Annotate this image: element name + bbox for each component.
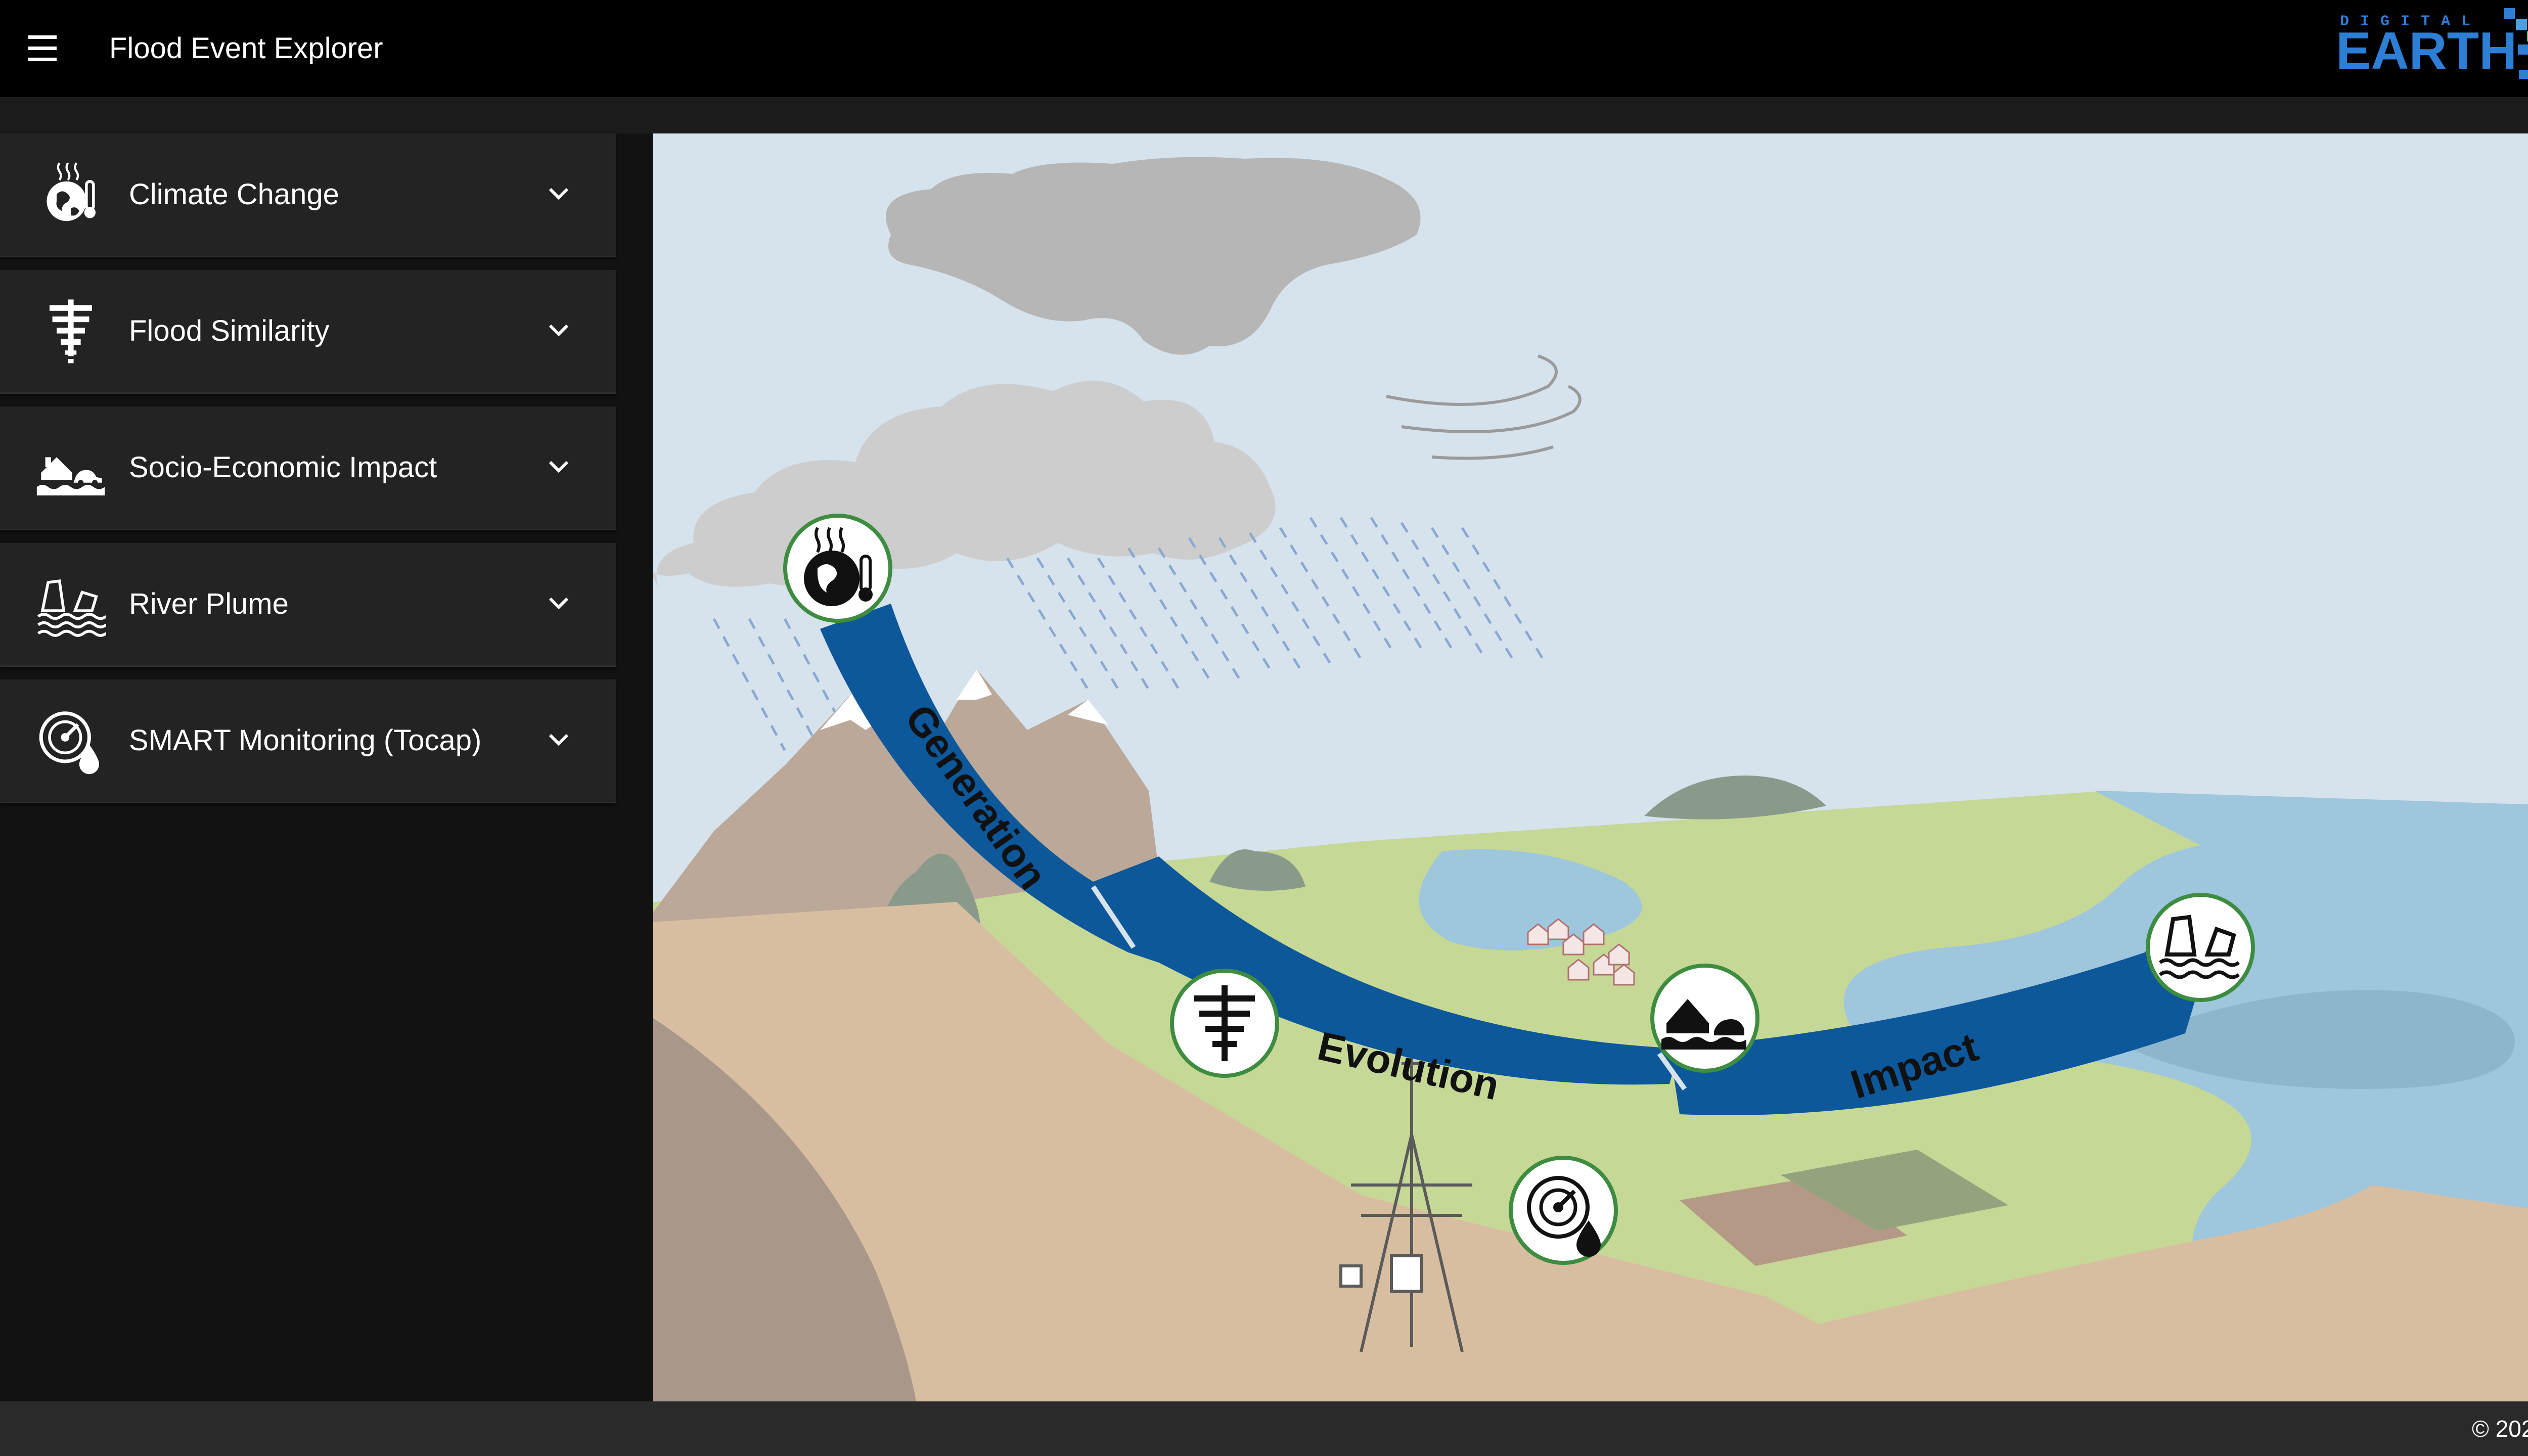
river-plume-icon	[37, 579, 106, 637]
storm-cloud	[886, 157, 1421, 355]
sidebar-item-label: Climate Change	[129, 178, 339, 211]
app-bar: Flood Event Explorer DIGITAL EARTH	[0, 0, 2528, 97]
sidebar-item-label: Socio-Economic Impact	[129, 451, 437, 484]
sidebar-item-smart-monitoring[interactable]: SMART Monitoring (Tocap)	[0, 679, 616, 803]
sidebar-item-climate-change[interactable]: Climate Change	[0, 133, 616, 257]
chevron-down-icon	[549, 734, 569, 746]
forest-far	[1644, 776, 1826, 820]
marker-socio-economic-impact[interactable]	[1650, 964, 1759, 1073]
field-green	[1781, 1150, 2008, 1231]
sidebar-item-flood-similarity[interactable]: Flood Similarity	[0, 270, 616, 394]
marker-smart-monitoring[interactable]	[1509, 1156, 1618, 1265]
chevron-down-icon	[549, 597, 569, 610]
hamburger-menu-icon[interactable]	[26, 34, 59, 63]
socio-economic-impact-icon	[36, 457, 105, 495]
houses-cluster	[1527, 918, 1635, 986]
wind-lines	[1386, 354, 1582, 460]
flood-event-illustration: Generation Evolution Impact	[653, 133, 2528, 1401]
cliff-shadow	[653, 1018, 916, 1401]
marker-climate-change[interactable]	[783, 514, 892, 623]
lake	[1419, 849, 1642, 950]
arrow-segment-divider	[1091, 885, 1687, 1090]
sidebar-item-label: River Plume	[129, 587, 289, 620]
sidebar-item-label: SMART Monitoring (Tocap)	[129, 724, 482, 757]
svg-text:DIGITAL: DIGITAL	[2340, 13, 2481, 30]
cliff-right	[1766, 1185, 2528, 1401]
toolbar-strip	[0, 97, 2528, 133]
footer: © 2020	[0, 1401, 2528, 1456]
sea-deep	[2119, 990, 2515, 1089]
sidebar-item-label: Flood Similarity	[129, 314, 330, 347]
snow-caps	[820, 669, 1108, 730]
cliff-left	[653, 902, 1968, 1401]
sidebar-item-river-plume[interactable]: River Plume	[0, 543, 616, 667]
chevron-down-icon	[549, 188, 569, 200]
app-title: Flood Event Explorer	[109, 32, 383, 65]
chevron-down-icon	[549, 324, 569, 337]
rain	[712, 517, 1545, 751]
flood-similarity-icon	[50, 299, 92, 363]
marker-flood-similarity[interactable]	[1170, 969, 1279, 1078]
copyright-text: © 2020	[2471, 1416, 2528, 1442]
smart-monitoring-icon	[39, 711, 99, 775]
digital-earth-logo: DIGITAL EARTH	[2336, 8, 2528, 80]
marker-river-plume[interactable]	[2146, 893, 2255, 1002]
chevron-down-icon	[549, 461, 569, 473]
flood-process-arrow-tail	[1669, 932, 2200, 1115]
forest-right	[1209, 849, 1305, 891]
climate-change-icon	[47, 162, 96, 221]
svg-text:EARTH: EARTH	[2336, 22, 2517, 80]
sidebar-item-socio-economic-impact[interactable]: Socio-Economic Impact	[0, 406, 616, 530]
monitoring-tower	[1339, 1054, 1472, 1352]
